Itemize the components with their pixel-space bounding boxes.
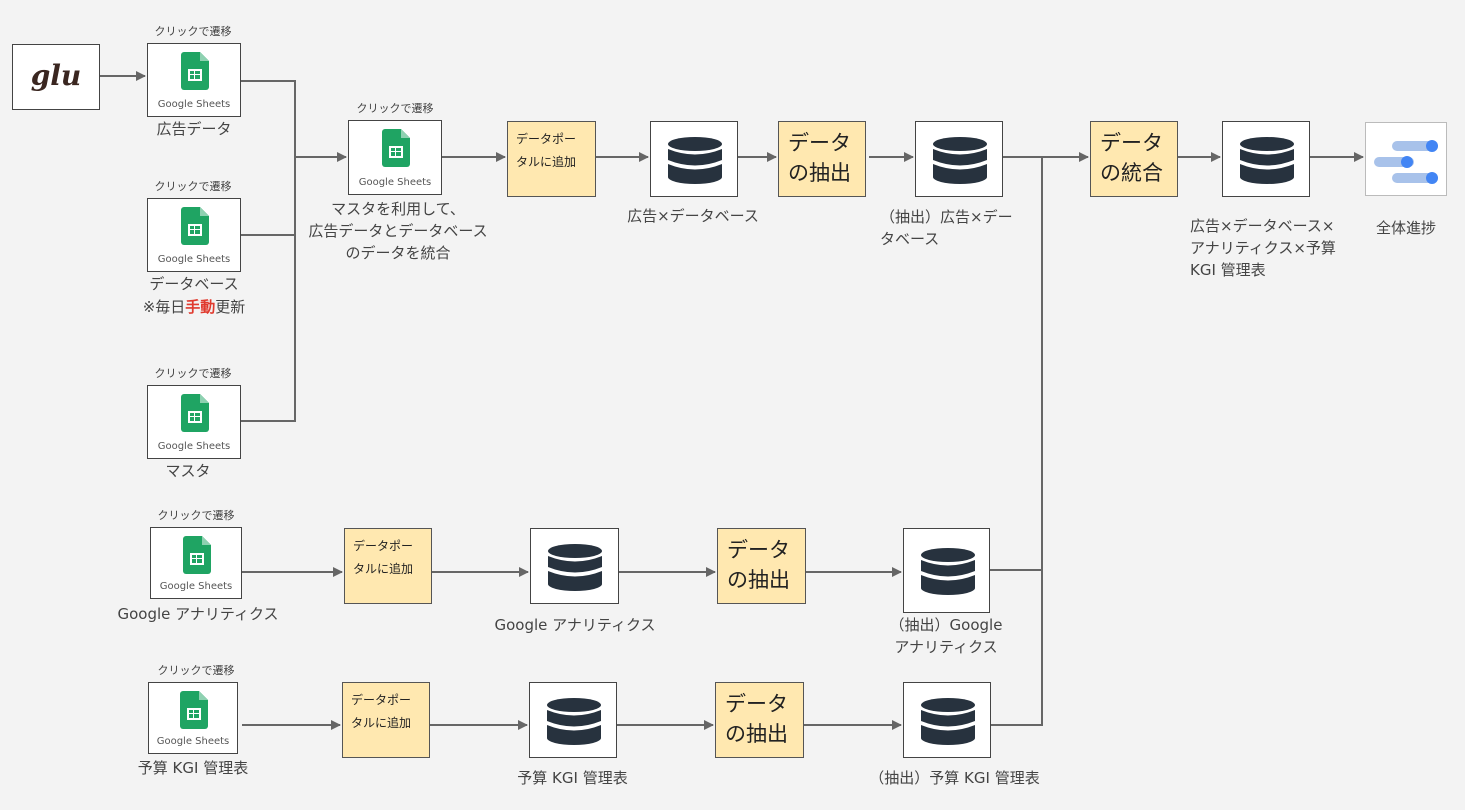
sheets-analytics[interactable]: Google Sheets <box>150 527 242 599</box>
sheets-merged[interactable]: Google Sheets <box>348 120 442 195</box>
sheets-icon <box>180 691 208 729</box>
source-ad-data-caption: 広告データ <box>156 120 232 138</box>
click-hint: クリックで遷移 <box>356 102 434 115</box>
database-icon <box>1240 137 1294 184</box>
db-analytics-extract <box>903 528 990 613</box>
sheets-icon <box>382 129 410 167</box>
db-analytics-caption: Google アナリティクス <box>494 616 656 634</box>
sheets-label: Google Sheets <box>157 99 231 110</box>
source-database-caption: データベース <box>149 275 239 293</box>
database-icon <box>547 698 601 745</box>
sheets-database[interactable]: Google Sheets <box>147 198 241 272</box>
db-budget-extract-caption: （抽出）予算 KGI 管理表 <box>869 769 1040 787</box>
db-ad-database-caption: 広告×データベース <box>627 207 759 225</box>
sheets-master[interactable]: Google Sheets <box>147 385 241 459</box>
database-icon <box>921 698 975 745</box>
final-label: 全体進捗 <box>1375 219 1436 237</box>
db-ad-database <box>650 121 738 197</box>
note-combine: データ の統合 <box>1090 121 1178 197</box>
click-hint: クリックで遷移 <box>154 180 232 193</box>
note-extract: データ の抽出 <box>717 528 806 604</box>
merge-caption: マスタを利用して、 広告データとデータベース のデータを統合 <box>308 200 488 262</box>
db-analytics <box>530 528 619 604</box>
sheets-label: Google Sheets <box>157 254 231 265</box>
sheets-label: Google Sheets <box>157 441 231 452</box>
db-ad-database-extract-caption: （抽出）広告×デー タベース <box>880 208 1013 248</box>
note-portal-add: データポー タルに追加 <box>344 528 432 604</box>
source-budget-caption: 予算 KGI 管理表 <box>137 759 249 777</box>
db-combined-caption: 広告×データベース× アナリティクス×予算 KGI 管理表 <box>1190 217 1336 279</box>
click-hint: クリックで遷移 <box>157 509 235 522</box>
sheets-icon <box>181 207 209 245</box>
glu-logo-text: glu <box>30 59 82 92</box>
database-icon <box>933 137 987 184</box>
note-extract: データ の抽出 <box>778 121 866 197</box>
click-hint: クリックで遷移 <box>154 367 232 380</box>
sheets-icon <box>181 52 209 90</box>
sheets-label: Google Sheets <box>156 736 230 747</box>
sheets-icon <box>183 536 211 574</box>
sheets-label: Google Sheets <box>159 581 233 592</box>
db-budget <box>529 682 617 758</box>
note-portal-add: データポー タルに追加 <box>342 682 430 758</box>
db-budget-caption: 予算 KGI 管理表 <box>517 769 628 787</box>
click-hint: クリックで遷移 <box>154 25 232 38</box>
data-studio-icon <box>1374 140 1438 184</box>
db-budget-extract <box>903 682 991 758</box>
glu-logo: glu <box>12 44 100 110</box>
note-portal-add: データポー タルに追加 <box>507 121 596 197</box>
sheets-label: Google Sheets <box>358 177 432 188</box>
database-icon <box>668 137 722 184</box>
bus-line <box>241 80 296 422</box>
database-icon <box>548 544 602 591</box>
db-ad-database-extract <box>915 121 1003 197</box>
data-studio-report[interactable] <box>1365 122 1447 196</box>
source-master-caption: マスタ <box>165 462 211 480</box>
sheets-budget[interactable]: Google Sheets <box>148 682 238 754</box>
database-update-note: ※毎日手動更新 <box>142 298 246 316</box>
db-combined <box>1222 121 1310 197</box>
db-analytics-extract-caption: （抽出）Google アナリティクス <box>889 616 1003 656</box>
click-hint: クリックで遷移 <box>157 664 235 677</box>
note-extract: データ の抽出 <box>715 682 804 758</box>
sheets-ad-data[interactable]: Google Sheets <box>147 43 241 117</box>
sheets-icon <box>181 394 209 432</box>
source-analytics-caption: Google アナリティクス <box>117 605 279 623</box>
database-icon <box>921 548 975 595</box>
